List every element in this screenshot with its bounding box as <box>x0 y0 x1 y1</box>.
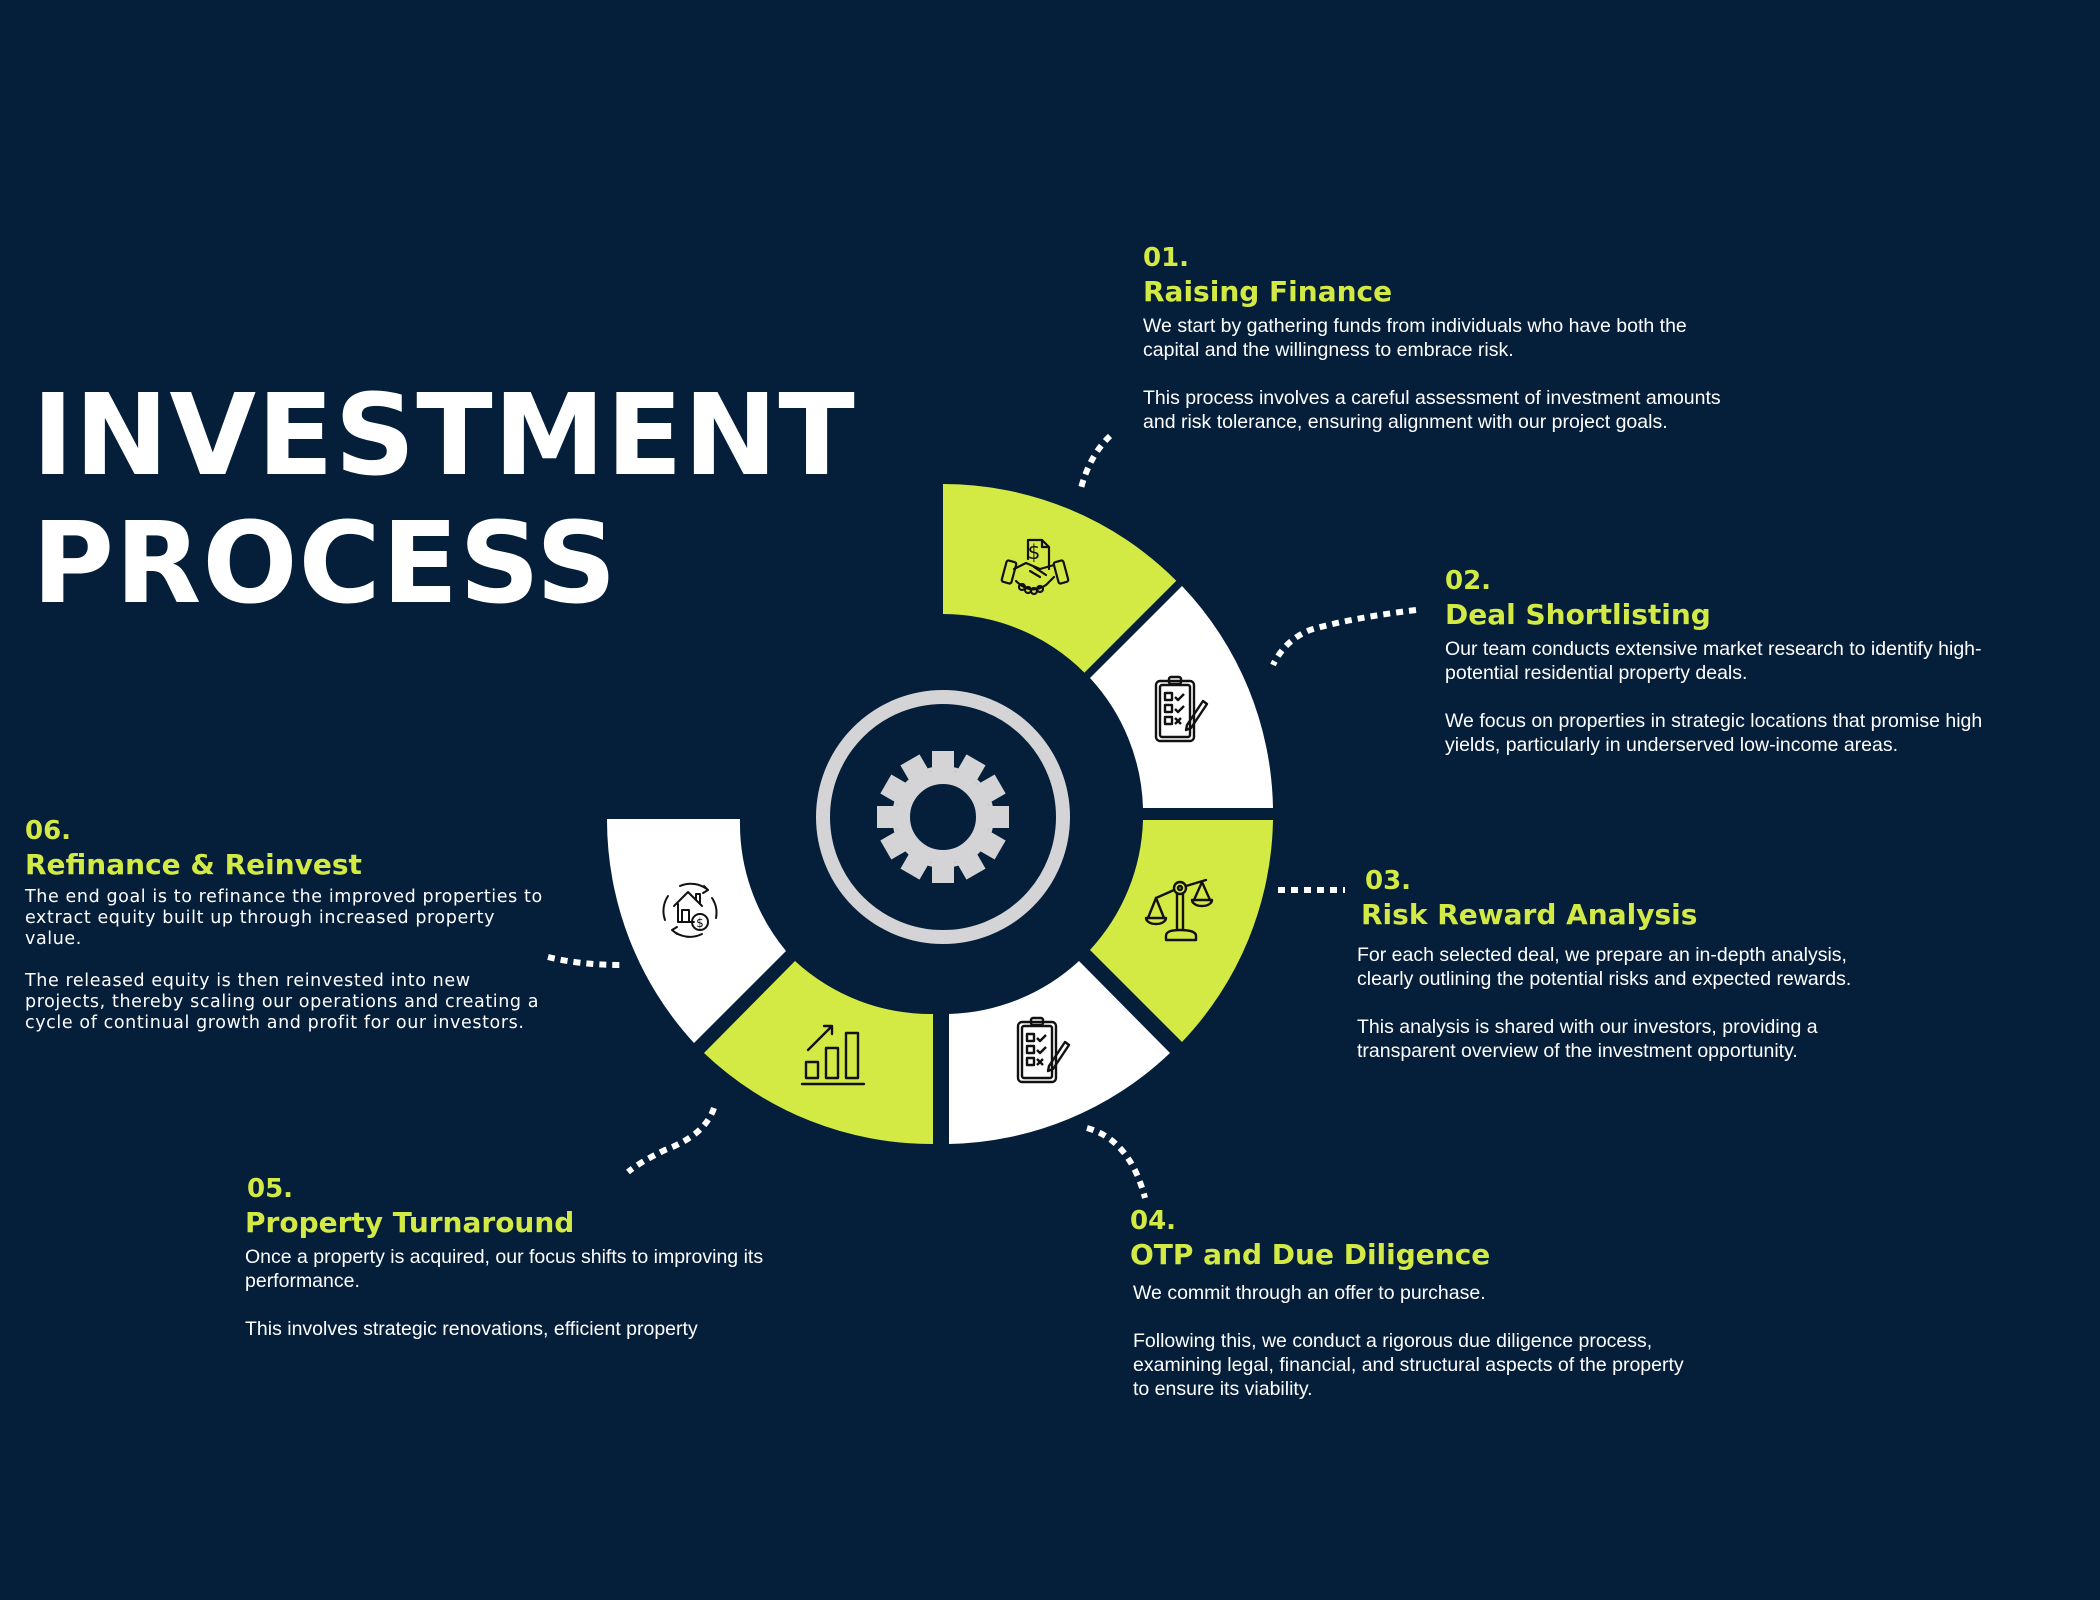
segment-04-otp-due-diligence <box>949 961 1170 1144</box>
step-title: Property Turnaround <box>245 1206 575 1239</box>
step-description: This analysis is shared with our investo… <box>1357 1016 1818 1062</box>
svg-text:$: $ <box>1028 540 1041 564</box>
house-dollar-cycle-icon: $ <box>662 882 718 938</box>
step-03: 03. Risk Reward Analysis For each select… <box>1357 865 1887 1063</box>
step-description: For each selected deal, we prepare an in… <box>1357 944 1852 990</box>
step-description: This involves strategic renovations, eff… <box>245 1318 698 1340</box>
step-02: 02. Deal Shortlisting Our team conducts … <box>1445 565 2005 757</box>
center-ring <box>816 690 1070 944</box>
connector-02 <box>1270 607 1417 667</box>
step-number: 01. <box>1143 243 1190 273</box>
step-06: 06. Refinance & Reinvest The end goal is… <box>25 815 555 1034</box>
connector-01 <box>1078 433 1113 489</box>
connector-04 <box>1086 1125 1148 1199</box>
step-title: Deal Shortlisting <box>1445 598 1711 631</box>
page-title: INVESTMENT PROCESS <box>32 372 856 628</box>
connector-06 <box>547 954 623 968</box>
step-title: Risk Reward Analysis <box>1361 898 1698 931</box>
step-description: We focus on properties in strategic loca… <box>1445 710 1983 756</box>
segment-01-raising-finance <box>943 484 1177 673</box>
step-description: We commit through an offer to purchase. <box>1133 1282 1486 1304</box>
segment-05-property-turnaround <box>704 961 933 1145</box>
page-title-line-2: PROCESS <box>32 499 618 629</box>
step-number: 03. <box>1365 866 1412 896</box>
svg-text:$: $ <box>696 916 704 930</box>
balance-scale-icon <box>1144 878 1214 942</box>
step-number: 02. <box>1445 566 1492 596</box>
segment-06-refinance-reinvest <box>606 819 786 1043</box>
step-05: 05. Property Turnaround Once a property … <box>245 1173 835 1341</box>
connector-05 <box>626 1106 717 1175</box>
step-01: 01. Raising Finance We start by gatherin… <box>1143 242 1723 434</box>
page-title-line-1: INVESTMENT <box>32 371 856 501</box>
step-description: This process involves a careful assessme… <box>1143 387 1721 433</box>
handshake-dollar-document-icon: $ <box>1000 538 1070 596</box>
step-number: 05. <box>247 1174 294 1204</box>
step-title: Refinance & Reinvest <box>25 848 362 881</box>
step-description: Our team conducts extensive market resea… <box>1445 638 1982 684</box>
clipboard-checklist-icon <box>1154 675 1209 743</box>
gear-icon <box>877 751 1009 883</box>
step-description: The released equity is then reinvested i… <box>25 971 540 1033</box>
step-title: Raising Finance <box>1143 275 1393 308</box>
step-04: 04. OTP and Due Diligence We commit thro… <box>1130 1205 1690 1401</box>
step-number: 06. <box>25 816 72 846</box>
step-description: Once a property is acquired, our focus s… <box>245 1246 764 1292</box>
step-description: We start by gathering funds from individ… <box>1143 315 1687 361</box>
step-title: OTP and Due Diligence <box>1130 1238 1491 1271</box>
clipboard-checklist-icon <box>1016 1016 1071 1084</box>
bar-chart-growth-icon <box>800 1024 866 1086</box>
step-description: The end goal is to refinance the improve… <box>25 887 543 949</box>
step-description: Following this, we conduct a rigorous du… <box>1133 1330 1684 1400</box>
step-number: 04. <box>1130 1206 1177 1236</box>
